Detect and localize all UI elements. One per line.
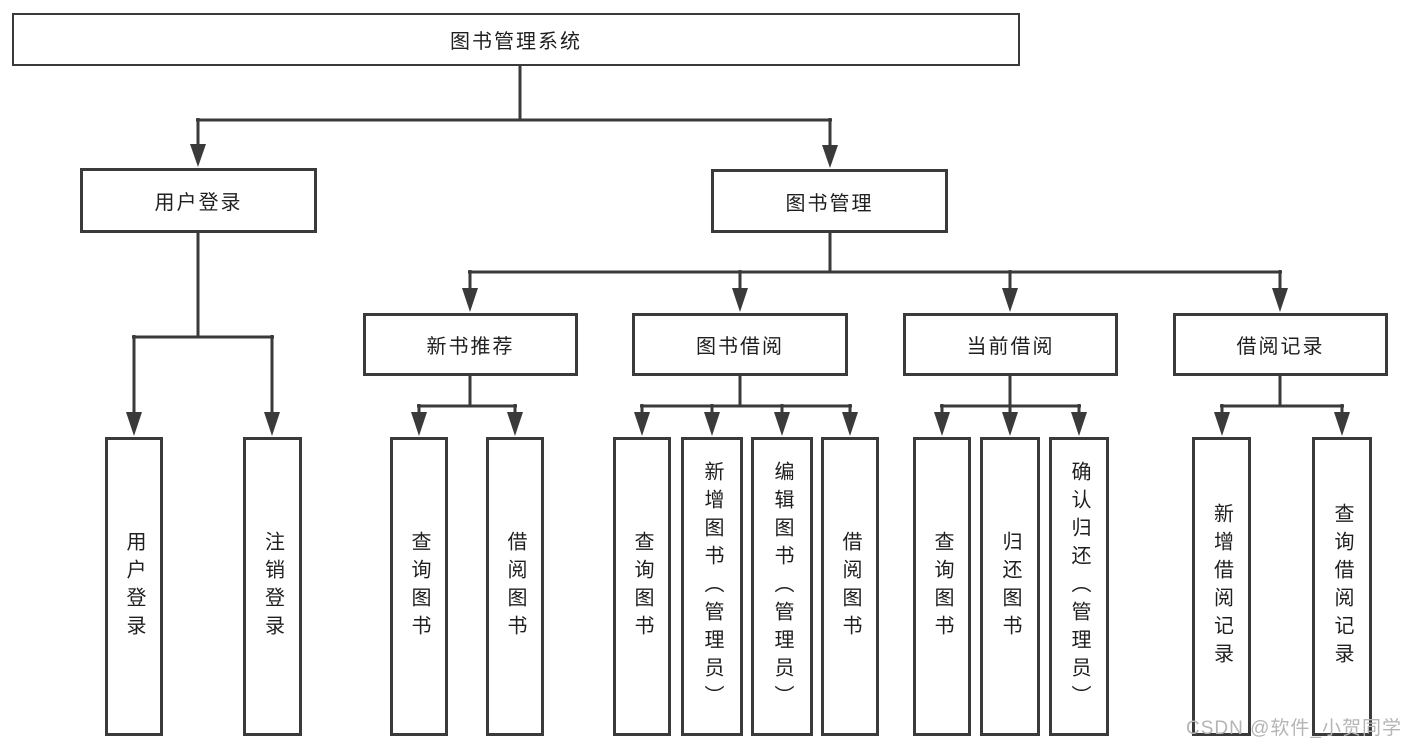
connector-current-borrow-branch [934, 376, 1087, 436]
node-leaf-borrow-book: 借阅图书 [821, 437, 879, 736]
node-user-login: 用户登录 [80, 168, 317, 233]
node-label: 借阅图书 [504, 530, 526, 643]
node-label: 用户登录 [123, 530, 145, 643]
node-leaf-add-book-admin: 新增图书（管理员） [681, 437, 743, 736]
node-leaf-logout: 注销登录 [243, 437, 302, 736]
connector-book-mgmt-branch [462, 233, 1288, 312]
node-leaf-borrow-book-recommend: 借阅图书 [486, 437, 544, 736]
watermark: CSDN @软件_小贺同学 [1186, 718, 1402, 739]
node-label: 新增借阅记录 [1210, 502, 1233, 671]
connector-borrow-records-branch [1214, 376, 1350, 436]
node-leaf-confirm-return-admin: 确认归还（管理员） [1049, 437, 1109, 736]
node-borrow-records: 借阅记录 [1173, 313, 1388, 376]
connector-root-to-level2 [190, 66, 838, 168]
node-leaf-query-borrow-record: 查询借阅记录 [1312, 437, 1372, 736]
node-leaf-query-book-recommend: 查询图书 [390, 437, 448, 736]
node-leaf-query-book-current: 查询图书 [913, 437, 971, 736]
node-leaf-add-borrow-record: 新增借阅记录 [1192, 437, 1251, 736]
node-new-book-recommend: 新书推荐 [363, 313, 578, 376]
node-label: 查询借阅记录 [1331, 502, 1353, 671]
node-label: 查询图书 [408, 530, 430, 643]
connector-user-login-branch [126, 233, 280, 436]
node-label: 归还图书 [999, 530, 1021, 643]
node-label: 编辑图书（管理员） [771, 460, 793, 713]
node-label: 查询图书 [931, 530, 953, 643]
node-label: 借阅图书 [839, 530, 861, 643]
node-label: 查询图书 [631, 530, 653, 643]
node-leaf-return-book: 归还图书 [980, 437, 1040, 736]
connector-book-borrow-branch [634, 376, 858, 436]
node-label: 新增图书（管理员） [701, 460, 723, 713]
node-label: 注销登录 [261, 530, 284, 643]
node-leaf-query-book-borrow: 查询图书 [613, 437, 671, 736]
node-book-management: 图书管理 [711, 169, 948, 233]
node-leaf-user-login: 用户登录 [105, 437, 163, 736]
connector-new-book-branch [411, 376, 523, 436]
node-current-borrow: 当前借阅 [903, 313, 1118, 376]
node-root: 图书管理系统 [12, 13, 1020, 66]
node-leaf-edit-book-admin: 编辑图书（管理员） [751, 437, 813, 736]
node-label: 确认归还（管理员） [1068, 460, 1090, 713]
node-book-borrow: 图书借阅 [632, 313, 848, 376]
